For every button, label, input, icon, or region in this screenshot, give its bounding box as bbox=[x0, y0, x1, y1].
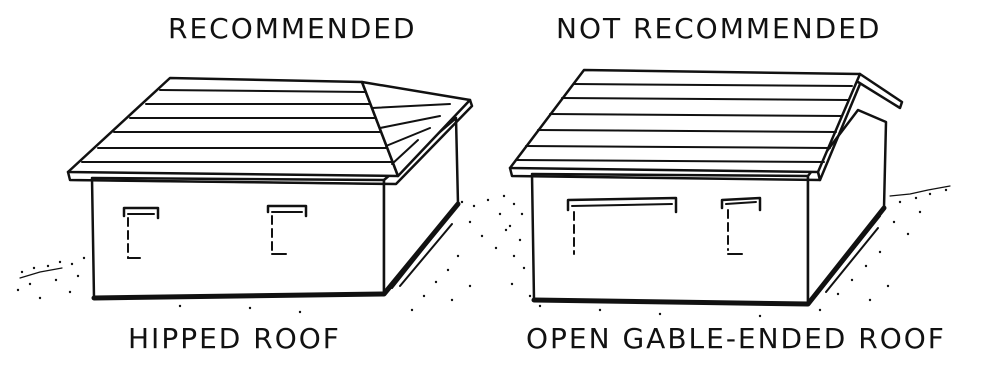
gable-roof-caption: OPEN GABLE-ENDED ROOF bbox=[526, 322, 946, 355]
ground-stipple-right bbox=[502, 188, 948, 318]
window-left-1 bbox=[122, 206, 160, 259]
window-left-2 bbox=[266, 204, 308, 255]
hipped-roof-house bbox=[16, 76, 508, 314]
window-right-wide bbox=[566, 196, 678, 255]
recommended-heading: RECOMMENDED bbox=[168, 12, 417, 45]
window-right-small bbox=[720, 196, 762, 255]
ground-stipple-left bbox=[16, 198, 508, 314]
front-wall bbox=[90, 176, 386, 300]
gable-end-wall bbox=[806, 108, 888, 306]
not-recommended-heading: NOT RECOMMENDED bbox=[556, 12, 882, 45]
gable-roof-house bbox=[502, 68, 951, 318]
base-shadow bbox=[91, 201, 461, 301]
hipped-roof-caption: HIPPED ROOF bbox=[128, 322, 341, 355]
base-shadow-gable bbox=[531, 205, 887, 307]
